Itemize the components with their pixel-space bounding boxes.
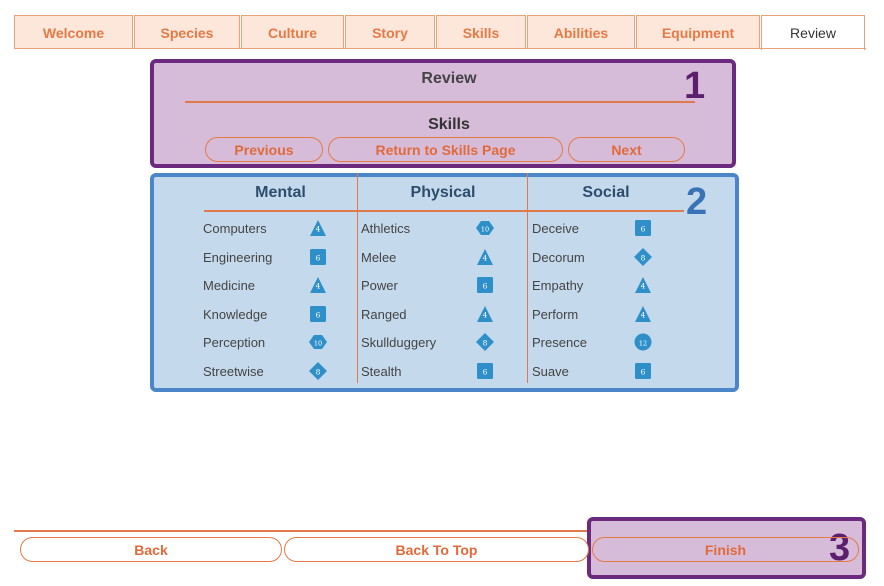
skill-die-d4-icon: 4	[309, 219, 327, 242]
skill-name: Athletics	[361, 221, 411, 236]
skill-name: Decorum	[532, 249, 585, 265]
skill-die-value: 4	[483, 253, 488, 262]
skill-die-d8-icon: 8	[309, 362, 327, 385]
skill-die-value: 6	[641, 225, 646, 234]
skill-die-value: 4	[641, 310, 646, 319]
skill-die-d4-icon: 4	[634, 305, 652, 328]
skill-die-d4-icon: 4	[476, 248, 494, 271]
skill-die-d6-icon: 6	[309, 248, 327, 271]
skill-name: Skullduggery	[361, 335, 437, 351]
skill-name: Perform	[532, 306, 579, 322]
skill-name: Suave	[532, 364, 569, 379]
review-title-rule	[185, 101, 695, 103]
skill-name: Streetwise	[203, 364, 264, 379]
skill-die-d12-icon: 12	[634, 333, 652, 356]
tab-bar: Welcome Species Culture Story Skills Abi…	[0, 0, 884, 50]
skill-die-value: 10	[481, 226, 489, 234]
return-to-skills-button[interactable]: Return to Skills Page	[328, 137, 563, 162]
skill-die-d6-icon: 6	[634, 362, 652, 385]
skill-die-value: 8	[316, 368, 321, 377]
skill-name: Ranged	[361, 306, 407, 322]
skill-die-value: 4	[316, 282, 321, 291]
tab-abilities[interactable]: Abilities	[527, 15, 635, 49]
skill-name: Empathy	[532, 278, 584, 294]
skill-name: Deceive	[532, 221, 579, 236]
skill-die-d8-icon: 8	[634, 247, 652, 271]
review-nav-panel: Review Skills Previous Return to Skills …	[150, 59, 736, 168]
column-header-social: Social	[582, 184, 630, 201]
skill-die-d6-icon: 6	[634, 219, 652, 242]
tab-welcome[interactable]: Welcome	[14, 15, 133, 49]
skill-die-d6-icon: 6	[309, 305, 327, 328]
tab-review[interactable]: Review	[761, 15, 865, 50]
tab-species[interactable]: Species	[134, 15, 240, 49]
column-divider	[357, 173, 358, 383]
column-header-mental: Mental	[255, 184, 306, 201]
skill-die-value: 6	[641, 368, 646, 377]
skill-die-value: 6	[316, 310, 321, 319]
back-button[interactable]: Back	[20, 537, 282, 562]
skill-die-value: 12	[639, 340, 647, 348]
back-to-top-button[interactable]: Back To Top	[284, 537, 589, 562]
annotation-marker-1: 1	[684, 65, 706, 107]
skill-die-d10-icon: 10	[309, 333, 327, 356]
tab-equipment[interactable]: Equipment	[636, 15, 760, 49]
skill-die-d8-icon: 8	[476, 333, 494, 356]
skill-die-d4-icon: 4	[309, 276, 327, 299]
tab-story[interactable]: Story	[345, 15, 435, 49]
skill-name: Stealth	[361, 364, 402, 379]
skill-die-value: 6	[483, 282, 488, 291]
skill-name: Knowledge	[203, 306, 268, 322]
skill-die-value: 8	[483, 339, 488, 348]
skill-name: Presence	[532, 335, 587, 351]
skill-die-value: 4	[316, 225, 321, 234]
finish-button[interactable]: Finish	[592, 537, 859, 562]
skill-name: Power	[361, 278, 398, 294]
skill-name: Medicine	[203, 278, 256, 294]
skill-name: Perception	[203, 335, 266, 351]
skill-die-value: 8	[641, 253, 646, 262]
annotation-marker-2: 2	[686, 181, 708, 223]
tab-culture[interactable]: Culture	[241, 15, 344, 49]
skill-die-value: 4	[641, 282, 646, 291]
skill-die-value: 6	[316, 253, 321, 262]
skill-die-value: 6	[483, 368, 488, 377]
review-title: Review	[421, 70, 477, 87]
review-section-title: Skills	[428, 116, 470, 133]
column-divider	[527, 173, 528, 383]
skill-die-value: 10	[314, 340, 322, 348]
skill-die-d6-icon: 6	[476, 276, 494, 299]
skill-die-value: 4	[483, 310, 488, 319]
previous-button[interactable]: Previous	[205, 137, 323, 162]
skill-name: Engineering	[203, 249, 273, 265]
footer-divider	[14, 530, 866, 532]
tab-skills[interactable]: Skills	[436, 15, 526, 49]
skill-die-d4-icon: 4	[634, 276, 652, 299]
skill-die-d10-icon: 10	[476, 219, 494, 242]
skill-name: Melee	[361, 249, 397, 265]
skill-die-d6-icon: 6	[476, 362, 494, 385]
skill-die-d4-icon: 4	[476, 305, 494, 328]
finish-highlight: 3	[587, 517, 866, 579]
column-header-physical: Physical	[410, 184, 476, 201]
skill-name: Computers	[203, 221, 267, 236]
tab-underline	[14, 48, 866, 49]
column-header-rule	[204, 210, 684, 212]
next-button[interactable]: Next	[568, 137, 685, 162]
annotation-marker-3: 3	[829, 527, 851, 569]
